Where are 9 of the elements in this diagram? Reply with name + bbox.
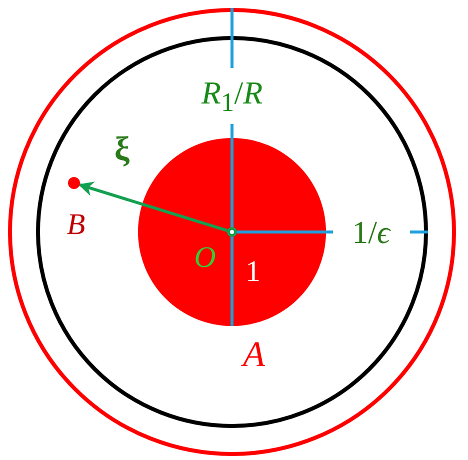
point-marker (68, 177, 80, 189)
point-label: B (66, 210, 86, 240)
point-label: O (194, 243, 216, 273)
dimension-label: R$_{1}$/R (201, 76, 263, 116)
arrow (78, 182, 228, 232)
edge-label: ξ (114, 133, 130, 167)
dimension-label: 1 (246, 257, 260, 287)
dimension-label: 1/ϵ (352, 216, 390, 248)
region-label: A (243, 336, 265, 372)
